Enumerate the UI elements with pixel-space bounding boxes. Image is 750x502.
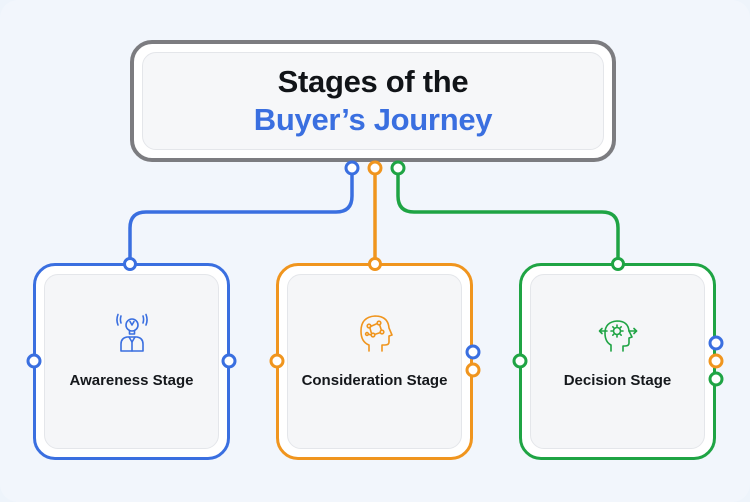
node-consideration-left <box>269 353 285 369</box>
node-consideration-right-orange <box>465 362 481 378</box>
stage-label-consideration: Consideration Stage <box>301 372 448 389</box>
node-decision-left <box>512 353 528 369</box>
lightbulb-person-icon <box>115 313 148 352</box>
title-line-2: Buyer’s Journey <box>253 102 493 137</box>
node-awareness-right <box>221 353 237 369</box>
node-decision-right-orange <box>708 353 724 369</box>
stage-inner: Consideration Stage <box>287 274 462 449</box>
connector-awareness <box>128 170 354 263</box>
node-title-blue <box>344 160 360 176</box>
node-title-orange <box>367 160 383 176</box>
head-network-icon <box>359 315 393 352</box>
stage-label-decision: Decision Stage <box>563 372 672 389</box>
connector-decision <box>396 170 620 263</box>
head-gear-arrows-icon <box>598 320 637 352</box>
title-line-1: Stages of the <box>277 64 469 99</box>
stage-label-awareness: Awareness Stage <box>69 372 194 389</box>
stage-inner: Decision Stage <box>530 274 705 449</box>
node-awareness-top <box>123 257 137 271</box>
stage-inner: Awareness Stage <box>44 274 219 449</box>
title-box: Stages of the Buyer’s Journey <box>130 40 616 162</box>
decision-stage-card: Decision Stage <box>519 263 716 460</box>
node-consideration-right-blue <box>465 344 481 360</box>
node-title-green <box>390 160 406 176</box>
node-decision-right-green <box>708 371 724 387</box>
node-consideration-top <box>368 257 382 271</box>
consideration-stage-card: Consideration Stage <box>276 263 473 460</box>
title-inner: Stages of the Buyer’s Journey <box>142 52 604 150</box>
node-decision-right-blue <box>708 335 724 351</box>
node-decision-top <box>611 257 625 271</box>
node-awareness-left <box>26 353 42 369</box>
